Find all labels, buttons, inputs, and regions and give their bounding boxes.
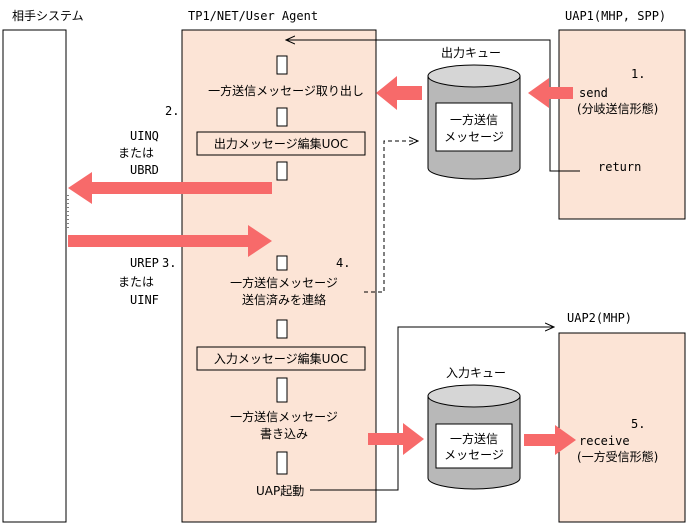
input-queue-message-box	[435, 423, 513, 469]
agent-segment	[276, 377, 288, 403]
receive-mode-label: (一方受信形態)	[577, 449, 658, 464]
uinf-label: UINF	[130, 293, 159, 307]
partner-system-label: 相手システム	[12, 9, 84, 23]
ubrd-label: UBRD	[130, 163, 159, 177]
send-label: send	[579, 86, 608, 100]
uinq-label: UINQ	[130, 129, 159, 143]
input-queue-message-line1: 一方送信	[450, 431, 498, 446]
or-label-2: または	[118, 275, 154, 289]
output-queue-message-box	[435, 102, 513, 152]
agent-segment	[276, 319, 288, 339]
step-4: 4.	[336, 256, 350, 270]
step-1: 1.	[631, 67, 645, 81]
write-label-line2: 書き込み	[260, 427, 308, 441]
output-uoc-box	[196, 131, 366, 156]
input-queue-to-receive-arrow	[524, 425, 576, 455]
send-mode-label: (分岐送信形態)	[577, 101, 658, 116]
agent-segment	[276, 107, 288, 127]
output-uoc-label: 出力メッセージ編集UOC	[214, 136, 348, 151]
agent-to-partner-arrow	[68, 172, 272, 204]
output-queue-message-line1: 一方送信	[450, 112, 498, 127]
notify-label-line1: 一方送信メッセージ	[230, 275, 338, 290]
input-queue-message-line2: メッセージ	[444, 448, 504, 462]
uap-start-label: UAP起動	[256, 484, 304, 498]
agent-segment	[276, 451, 288, 475]
queue-to-agent-arrow	[376, 76, 422, 110]
receive-label: receive	[579, 434, 630, 448]
agent-segment	[276, 255, 288, 271]
uap1-label: UAP1(MHP, SPP)	[565, 9, 666, 23]
input-uoc-box	[196, 346, 366, 371]
uap1-return-connector	[286, 40, 580, 172]
input-queue-label: 入力キュー	[446, 366, 506, 380]
notify-dashed-connector	[364, 141, 418, 293]
output-queue-label: 出力キュー	[441, 46, 501, 60]
agent-to-input-queue-arrow	[368, 423, 424, 455]
notify-label-line2: 送信済みを連絡	[242, 292, 326, 307]
input-uoc-label: 入力メッセージ編集UOC	[214, 351, 348, 366]
uap2-label: UAP2(MHP)	[567, 311, 632, 325]
uap2-start-connector	[310, 327, 554, 491]
step-2: 2.	[165, 104, 179, 118]
output-queue-message-line2: メッセージ	[444, 130, 504, 144]
agent-segment	[276, 55, 288, 75]
write-label-line1: 一方送信メッセージ	[230, 409, 338, 424]
step-5: 5.	[631, 417, 645, 431]
or-label-1: または	[118, 146, 154, 160]
agent-segment	[276, 161, 288, 181]
uap2-box	[558, 332, 686, 523]
uap1-box	[558, 29, 686, 220]
step-3: 3.	[162, 256, 176, 270]
partner-to-agent-arrow	[68, 225, 272, 257]
return-label: return	[598, 160, 641, 174]
urep-label: UREP	[130, 256, 159, 270]
take-out-label: 一方送信メッセージ取り出し	[208, 83, 364, 98]
partner-system-box	[2, 29, 67, 523]
send-to-queue-arrow	[528, 78, 573, 108]
agent-label: TP1/NET/User Agent	[188, 9, 318, 23]
